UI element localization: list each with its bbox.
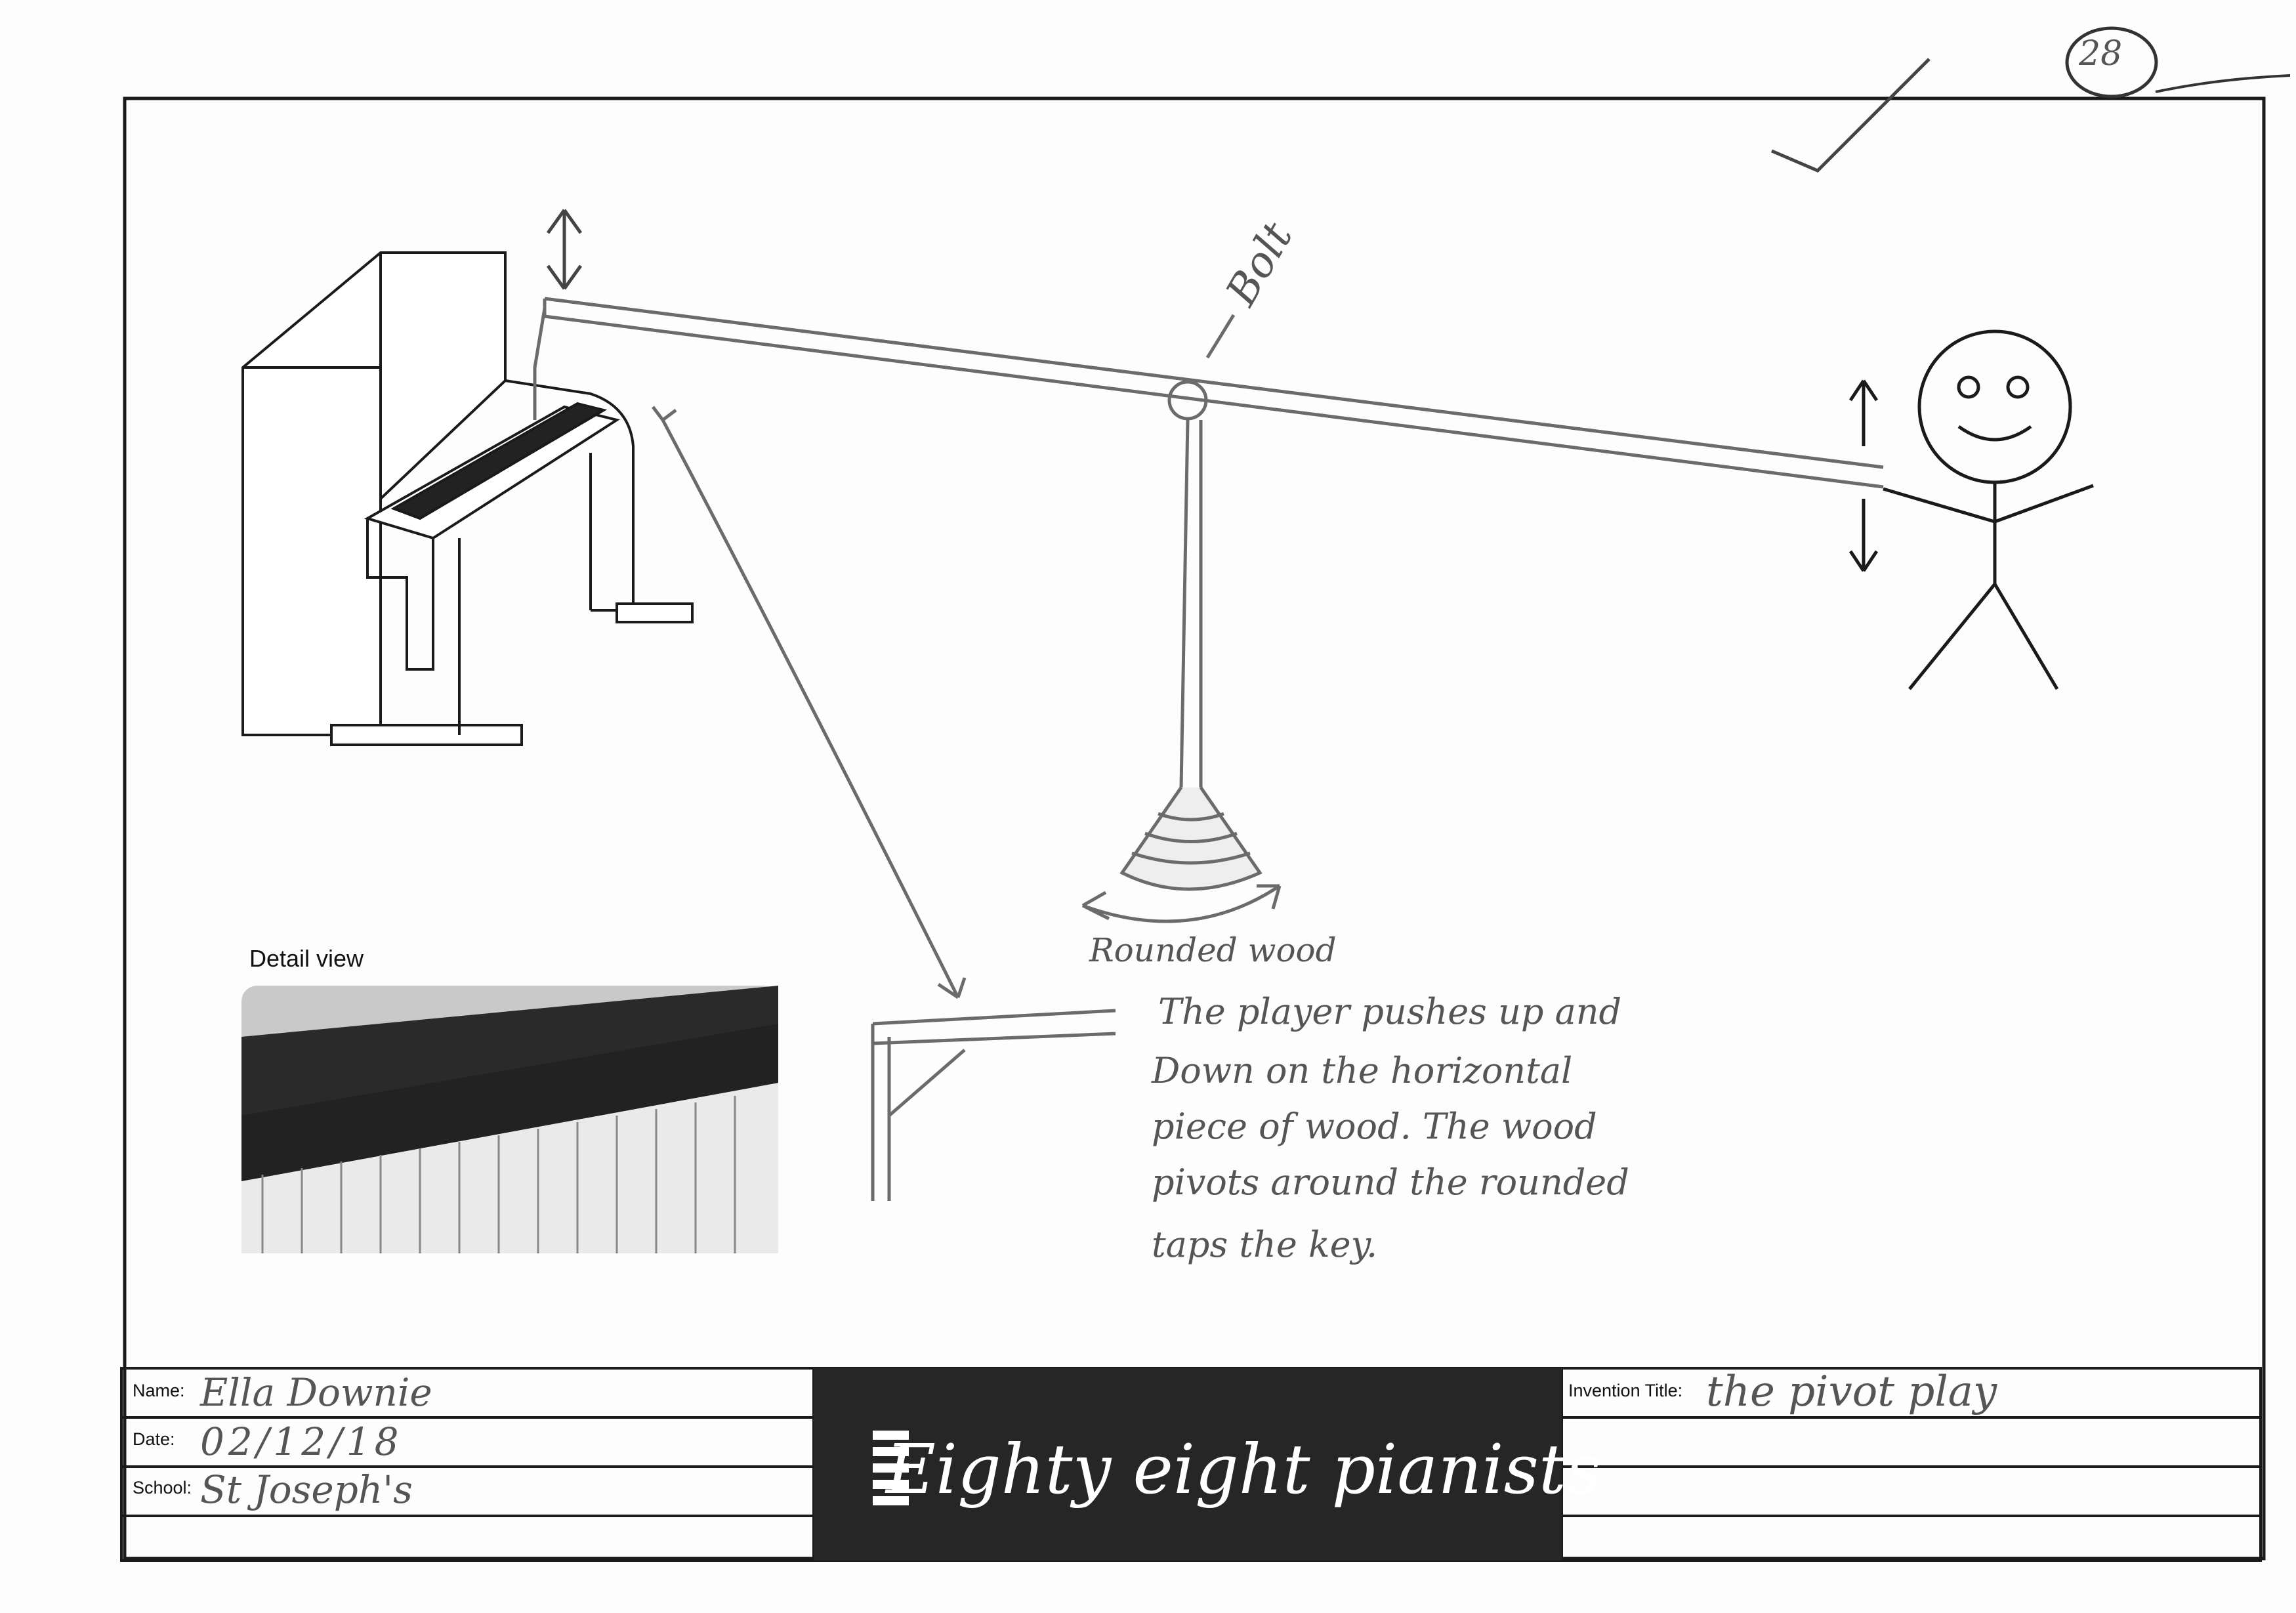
rounded-wood-annotation: Rounded wood [1089, 931, 1337, 969]
bolt-annotation: Bolt [1217, 215, 1303, 314]
logo-key-bars [873, 1431, 909, 1505]
description-line-5: taps the key. [1152, 1224, 1377, 1265]
rocking-arrow [1081, 884, 1282, 923]
horizontal-beam [544, 297, 1884, 489]
description-line-3: piece of wood. The wood [1152, 1106, 1597, 1147]
page-number: 28 [2079, 34, 2123, 73]
school-value: St Joseph's [200, 1467, 413, 1512]
logo-panel [814, 1368, 1562, 1561]
invention-title-label: Invention Title: [1568, 1381, 1683, 1400]
checkmark [1771, 58, 1931, 173]
stick-figure [1848, 329, 2094, 690]
name-label: Name: [133, 1381, 185, 1400]
bolt-pivot [1167, 380, 1208, 421]
date-value: 02/12/18 [200, 1419, 403, 1464]
down-arrow-right [1848, 499, 1879, 572]
school-label: School: [133, 1478, 192, 1498]
description-line-1: The player pushes up and [1158, 991, 1621, 1032]
key-tapper [871, 1009, 1116, 1201]
description-line-4: pivots around the rounded [1152, 1162, 1629, 1203]
detail-view-label: Detail view [249, 945, 364, 972]
piano-drawing [241, 251, 694, 746]
description-line-2: Down on the horizontal [1151, 1050, 1572, 1091]
up-arrow-right [1848, 379, 1879, 446]
logo-text: Eighty eight pianists [886, 1429, 1602, 1509]
up-down-arrow-left [546, 209, 583, 290]
page-number-circle [2065, 26, 2158, 98]
connecting-rod [661, 419, 960, 999]
lever-mechanism [533, 209, 1884, 1201]
rounded-wood-base [1119, 786, 1263, 891]
detail-view-photo [241, 986, 778, 1253]
invention-title-value: the pivot play [1706, 1368, 1997, 1416]
date-label: Date: [133, 1429, 175, 1449]
page-number-tail [2155, 74, 2291, 93]
name-value: Ella Downie [200, 1370, 432, 1415]
